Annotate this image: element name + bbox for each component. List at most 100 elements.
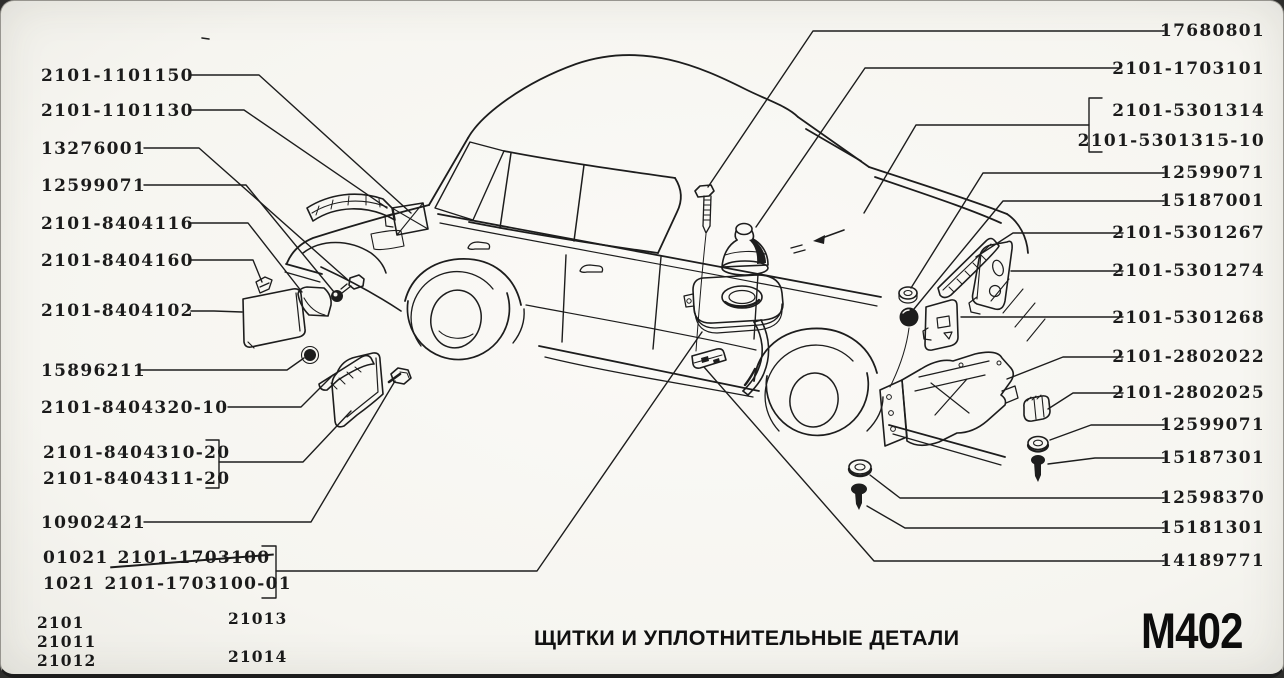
part-number: 2101-5301314: [1112, 101, 1265, 121]
part-number: 17680801: [1159, 21, 1265, 41]
sketch-cover-block: [384, 202, 429, 236]
plate-title: ЩИТКИ И УПЛОТНИТЕЛЬНЫЕ ДЕТАЛИ: [534, 626, 960, 650]
part-number: 12599071: [41, 176, 147, 196]
part-number-label: 15187301: [1160, 447, 1265, 469]
sketch-mud-flap: [331, 352, 384, 428]
part-number-label: 15187001: [1160, 190, 1265, 212]
bracket-gearboot-pair: [261, 545, 277, 599]
part-number: 15187001: [1159, 191, 1265, 211]
part-number: 15187301: [1159, 448, 1265, 468]
part-number: 15181301: [1159, 518, 1265, 538]
part-number-label: 2101-1703101: [1112, 58, 1265, 80]
model-code: 21014: [228, 647, 288, 666]
sketch-bracket-b: [922, 299, 959, 351]
sketch-clip: [255, 276, 273, 294]
model-code: 21012: [37, 651, 97, 670]
part-number: 2101-8404160: [41, 251, 194, 271]
part-number: 2101-1703100-01: [104, 574, 292, 594]
part-number: 2101-5301274: [1112, 261, 1265, 281]
part-number-label: 2101-5301274: [1112, 260, 1265, 282]
part-number: 12598370: [1159, 488, 1265, 508]
sketch-clamp: [1023, 394, 1051, 422]
part-number-label: 2101-5301267: [1112, 222, 1265, 244]
part-number-label: 2101-1101150: [41, 65, 194, 87]
part-number: 2101-1101130: [41, 101, 194, 121]
part-number: 2101-8404116: [41, 214, 194, 234]
sketch-cone-boot: [721, 222, 769, 276]
sketch-gasket-plate: [370, 229, 405, 251]
sketch-bracket-a: [968, 240, 1013, 315]
part-number-label: 2101-2802022: [1112, 346, 1265, 368]
part-number: 12599071: [1159, 163, 1265, 183]
part-number: 13276001: [41, 139, 147, 159]
part-number-label: 2101-5301268: [1112, 307, 1265, 329]
part-number-label: 15181301: [1160, 517, 1265, 539]
part-number-label: 2101-8404116: [41, 213, 194, 235]
part-number-label: 15896211: [41, 360, 146, 382]
part-number: 2101-8404320-10: [41, 398, 229, 418]
leader-lines: [139, 30, 1165, 599]
part-number-label: 14189771: [1160, 550, 1265, 572]
sketch-button-fastener: [300, 345, 320, 365]
part-number-label: 2101-8404311-20: [43, 468, 230, 490]
part-number: 2101-8404311-20: [43, 469, 231, 489]
part-sketches: [242, 184, 1051, 510]
part-number-label-superseded: 01021 2101-1703100: [43, 547, 270, 569]
part-number-label: 2101-5301314: [1112, 100, 1265, 122]
part-number-label: 2101-8404320-10: [41, 397, 228, 419]
sketch-bolt-flap: [387, 367, 412, 385]
sketch-washer-bolt-left: [847, 459, 873, 510]
part-number: 2101-8404310-20: [43, 443, 231, 463]
part-number: 2101-1101150: [41, 66, 194, 86]
part-number: 2101-2802025: [1112, 383, 1265, 403]
sketch-ribbed-strip: [318, 354, 375, 391]
bracket-left-pair: [205, 439, 220, 489]
car-body-sketch: [284, 54, 1046, 466]
sketch-washer-bolt-right: [1026, 435, 1050, 482]
part-number-label: 2101-8404310-20: [43, 442, 230, 464]
sketch-clamp-plate: [691, 348, 727, 369]
part-number-label: 2101-8404102: [41, 300, 194, 322]
part-number-label: 2101-8404160: [41, 250, 194, 272]
sketch-bolt-small: [340, 274, 365, 294]
part-number: 2101-1703101: [1112, 59, 1265, 79]
sheet-code: M402: [1141, 603, 1244, 659]
sketch-curved-strip: [742, 319, 770, 396]
model-code: 21011: [37, 632, 97, 651]
sketch-nut: [898, 286, 918, 304]
part-number: 2101-5301315-10: [1077, 131, 1265, 151]
sketch-boot-housing: [683, 274, 784, 334]
part-number-label: 12599071: [1160, 162, 1265, 184]
part-number: 12599071: [1159, 415, 1265, 435]
part-number-label: 10902421: [41, 512, 146, 534]
part-number-label: 12599071: [1160, 414, 1265, 436]
part-number: 2101-2802022: [1112, 347, 1265, 367]
part-number: 10902421: [41, 513, 147, 533]
part-number-label: 2101-2802025: [1112, 382, 1265, 404]
applicability-code: 1021: [43, 574, 96, 594]
sketch-splash-shield: [879, 351, 1019, 447]
part-number-label: 2101-5301315-10: [1078, 130, 1265, 152]
part-number-label: 17680801: [1160, 20, 1265, 42]
sketch-washer-left: [331, 290, 343, 302]
model-code: 21013: [228, 609, 288, 628]
washer-highlight: [333, 292, 338, 297]
paper-speck: [201, 37, 210, 40]
model-code: 2101: [37, 613, 85, 632]
part-number-struck: 2101-1703100: [117, 548, 271, 568]
part-number-label: 12598370: [1160, 487, 1265, 509]
part-number: 2101-5301267: [1112, 223, 1265, 243]
sketch-flap-plate: [242, 288, 306, 349]
part-number-label: 12599071: [41, 175, 146, 197]
sketch-grommet: [889, 307, 919, 388]
part-number-label: 13276001: [41, 138, 146, 160]
part-number: 15896211: [41, 361, 147, 381]
applicability-code: 01021: [43, 548, 109, 568]
direction-arrow: [790, 229, 845, 254]
part-number-label: 2101-1101130: [41, 100, 194, 122]
part-number: 2101-8404102: [41, 301, 194, 321]
part-number-label: 1021 2101-1703100-01: [43, 573, 292, 595]
part-number: 2101-5301268: [1112, 308, 1265, 328]
